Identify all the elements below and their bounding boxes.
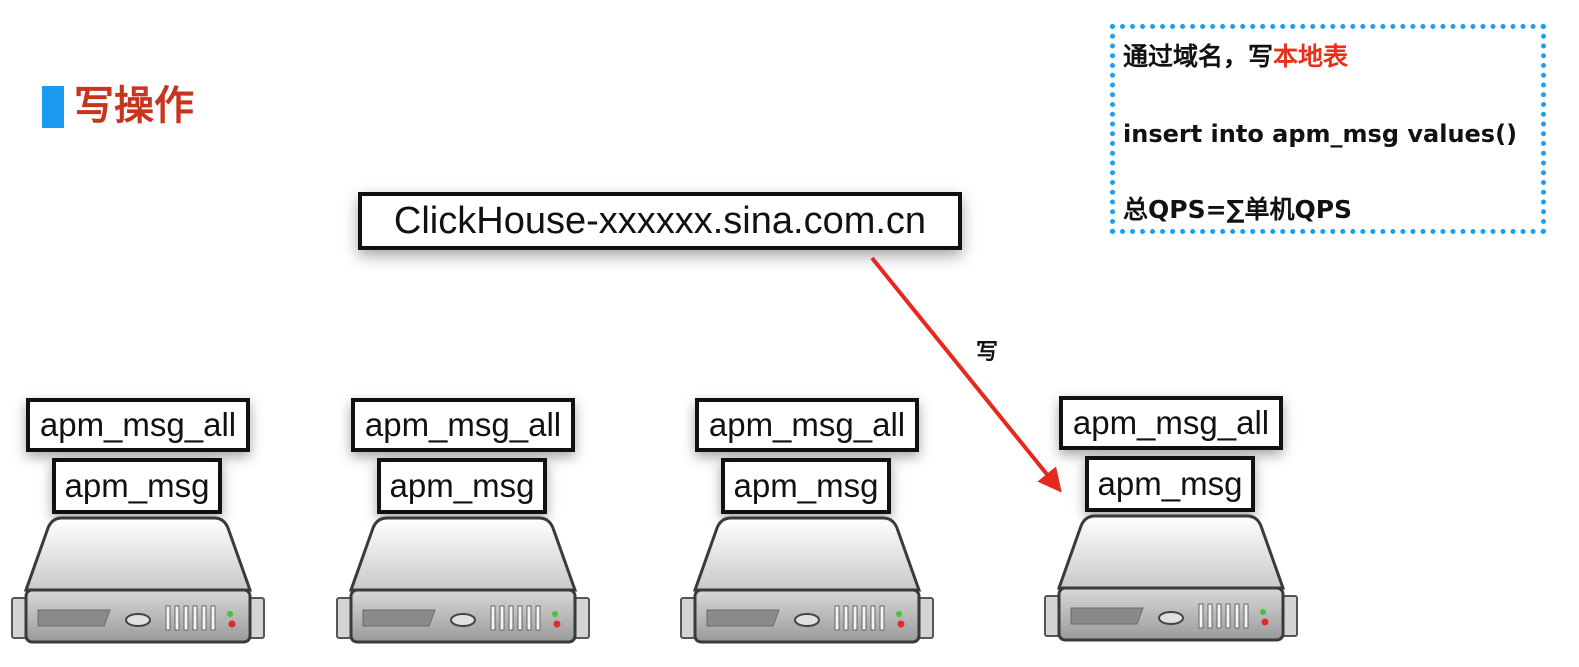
distributed-table-label: apm_msg_all (26, 398, 250, 452)
server-node-3: apm_msg_all apm_msg (680, 398, 955, 658)
note-line-1-highlight: 本地表 (1273, 42, 1349, 71)
title-accent-bar (42, 86, 64, 128)
local-table-label: apm_msg (721, 458, 891, 514)
local-table-label: apm_msg (52, 458, 222, 514)
server-node-4: apm_msg_all apm_msg (1044, 396, 1319, 656)
server-node-1: apm_msg_all apm_msg (11, 398, 286, 658)
note-line-1: 通过域名，写本地表 (1123, 41, 1348, 73)
note-line-2: insert into apm_msg values() (1123, 120, 1518, 148)
distributed-table-label: apm_msg_all (695, 398, 919, 452)
distributed-table-label: apm_msg_all (1059, 396, 1283, 450)
server-icon (1044, 514, 1298, 642)
local-table-label: apm_msg (377, 458, 547, 514)
server-node-2: apm_msg_all apm_msg (336, 398, 611, 658)
note-line-1-prefix: 通过域名，写 (1123, 42, 1274, 71)
distributed-table-label: apm_msg_all (351, 398, 575, 452)
domain-box: ClickHouse-xxxxxx.sina.com.cn (358, 192, 962, 250)
server-icon (680, 516, 934, 644)
note-line-3: 总QPS=∑单机QPS (1123, 195, 1353, 224)
server-icon (11, 516, 265, 644)
server-icon (336, 516, 590, 644)
write-label: 写 (976, 340, 999, 365)
local-table-label: apm_msg (1085, 456, 1255, 512)
page-title: 写操作 (74, 83, 194, 129)
note-box: 通过域名，写本地表 insert into apm_msg values() 总… (1110, 24, 1546, 234)
